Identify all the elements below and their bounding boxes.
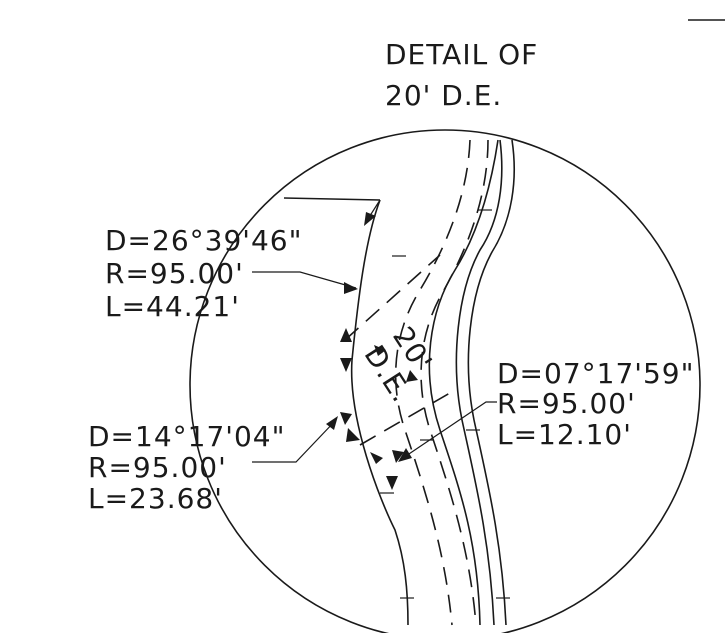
curve-1-arrowhead: [344, 282, 358, 294]
curve-1-delta: D=26°39'46": [105, 224, 302, 257]
arrowhead: [364, 212, 376, 226]
easement-width-dimension: [344, 254, 441, 341]
left-property-line: [350, 199, 409, 626]
curve-1-leader: [252, 271, 357, 289]
title-line-1: DETAIL OF: [385, 38, 538, 71]
arrowhead: [340, 412, 352, 425]
curve-3-delta: D=14°17'04": [88, 420, 285, 453]
easement-dashed-line-1: [394, 139, 471, 626]
curve-1-radius: R=95.00': [105, 257, 244, 290]
arrowhead: [386, 476, 398, 490]
arrowhead: [374, 345, 386, 356]
detail-circle: [189, 129, 701, 633]
curve-2-leader: [399, 401, 497, 461]
curve-1-length: L=44.21': [105, 290, 240, 323]
arrowhead: [370, 452, 383, 464]
arrowhead: [392, 450, 404, 463]
curve-2-arrowhead: [398, 448, 412, 462]
easement-width-dimension-2: [359, 389, 456, 446]
easement-label: 20' D.E.: [358, 321, 439, 409]
curve-3-radius: R=95.00': [88, 451, 227, 484]
curve-2-delta: D=07°17'59": [497, 357, 694, 390]
road-line-2: [467, 139, 515, 626]
title-line-2: 20' D.E.: [385, 79, 502, 112]
road-line-1: [455, 139, 503, 626]
right-property-line: [428, 139, 499, 626]
curve-2-radius: R=95.00': [497, 387, 636, 420]
curve-3-leader: [252, 419, 337, 463]
arrowhead: [406, 370, 418, 382]
curve-3-length: L=23.68': [88, 482, 223, 515]
curve-2-length: L=12.10': [497, 418, 632, 451]
lot-line-top: [283, 197, 381, 201]
arrowhead: [340, 358, 352, 372]
easement-dashed-line-2: [420, 139, 489, 626]
arrowhead: [346, 428, 360, 442]
arrowhead: [340, 328, 352, 342]
curve-3-arrowhead: [326, 416, 338, 430]
